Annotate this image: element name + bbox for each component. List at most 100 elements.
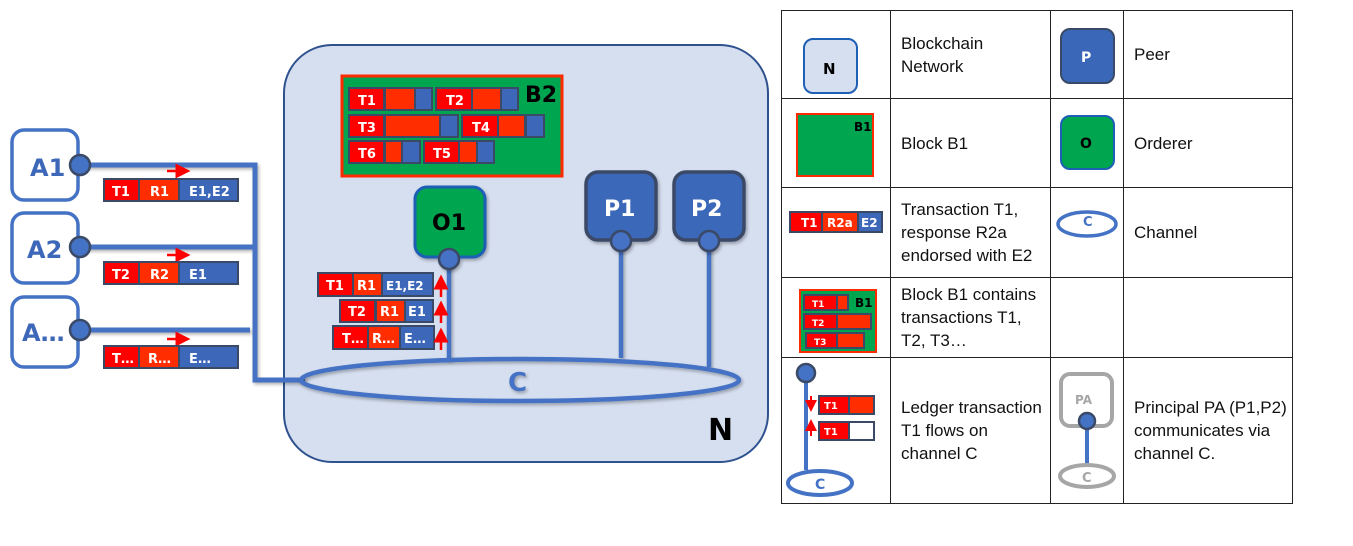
svg-text:T3: T3 [358, 121, 376, 136]
legend-icon-cell: O [1050, 98, 1124, 188]
svg-text:T1: T1 [112, 185, 130, 200]
orderer-label: O1 [432, 211, 466, 236]
svg-text:T1: T1 [824, 401, 838, 412]
app-transaction-1: T1 R1 E1,E2 [103, 163, 239, 202]
channel-label: C [508, 368, 527, 398]
svg-text:T1: T1 [326, 279, 344, 294]
orderer-queue-transaction-2: T2 R1 E1 [339, 299, 449, 323]
peer-p2[interactable]: P2 [672, 170, 746, 253]
orderer-queue-transaction-3: T… R… E… [332, 325, 449, 350]
legend-icon-cell: N [781, 10, 891, 99]
svg-text:T6: T6 [358, 147, 376, 162]
application-label: A2 [27, 236, 62, 264]
svg-text:B1: B1 [855, 296, 873, 310]
application-a1[interactable]: A1 [10, 128, 92, 202]
svg-text:E…: E… [189, 352, 211, 367]
legend-icon-cell: PA C [1050, 357, 1124, 504]
legend-text [1123, 277, 1293, 358]
svg-text:R1: R1 [380, 305, 399, 320]
legend-row: B1 Block B1 O Orderer [781, 98, 1293, 188]
network-label: N [708, 413, 733, 448]
channel-c[interactable]: C [298, 356, 742, 404]
app-transaction-3: T… R… E… [103, 331, 239, 369]
application-a2[interactable]: A2 [10, 211, 92, 285]
connection-node-icon [68, 318, 92, 342]
svg-text:R2a: R2a [827, 216, 853, 230]
svg-text:E1,E2: E1,E2 [386, 279, 424, 293]
application-label: A1 [30, 154, 65, 182]
ledger-flow-icon: C T1 T1 [786, 362, 875, 497]
connection-node-icon [609, 229, 633, 253]
application-links [80, 162, 305, 383]
block-icon: B1 [796, 113, 874, 177]
svg-text:T…: T… [112, 352, 134, 367]
block-label: B2 [525, 83, 557, 108]
network-diagram: N A1 A2 A… T1 R1 E1,E2 T2 R2 [10, 44, 769, 463]
connection-node-icon [697, 229, 721, 253]
svg-text:R2: R2 [150, 268, 169, 283]
svg-text:E2: E2 [861, 216, 878, 230]
channel-icon: C [1056, 210, 1118, 238]
svg-text:T1: T1 [812, 300, 824, 310]
legend-text: Block B1 contains transactions T1, T2, T… [890, 277, 1051, 358]
legend-row: N Blockchain Network P Peer [781, 10, 1293, 99]
svg-text:E1: E1 [189, 268, 207, 283]
svg-text:O: O [1080, 136, 1092, 152]
connection-node-icon [68, 235, 92, 259]
svg-text:T2: T2 [112, 268, 130, 283]
channel-links [446, 240, 712, 367]
svg-text:T2: T2 [812, 319, 824, 329]
connection-node-icon [68, 153, 92, 177]
svg-text:T4: T4 [472, 121, 490, 136]
block-transaction: T3 [348, 114, 459, 138]
svg-text:C: C [815, 477, 825, 493]
legend-icon-cell: C [1050, 187, 1124, 278]
orderer-queue-transaction-1: T1 R1 E1,E2 [317, 272, 449, 297]
principal-icon: PA C [1058, 372, 1116, 489]
svg-text:C: C [1082, 471, 1092, 486]
legend-text: Blockchain Network [890, 10, 1051, 99]
svg-text:B1: B1 [854, 120, 872, 134]
block-transaction: T2 [435, 87, 519, 111]
svg-text:E1,E2: E1,E2 [189, 185, 230, 200]
legend-row: C T1 T1 Ledger transaction T1 flows on c… [781, 357, 1293, 504]
legend-table: N Blockchain Network P Peer B1 B [781, 10, 1293, 504]
legend-text: Principal PA (P1,P2) communicates via ch… [1123, 357, 1293, 504]
block-with-transactions-icon: B1 T1 T2 T3 [799, 289, 877, 353]
application-label: A… [22, 319, 65, 347]
app-transaction-2: T2 R2 E1 [103, 247, 239, 285]
network-icon: N [803, 38, 858, 94]
legend-icon-cell: T1 R2a E2 [781, 187, 891, 278]
svg-text:T5: T5 [433, 147, 451, 162]
svg-text:P: P [1081, 50, 1091, 66]
legend-icon-cell: B1 T1 T2 T3 [781, 277, 891, 358]
legend-icon-cell [1050, 277, 1124, 358]
transaction-icon: T1 R2a E2 [789, 211, 883, 233]
orderer-o1[interactable]: O1 [413, 185, 487, 271]
svg-text:E1: E1 [408, 305, 426, 320]
legend-icon-cell: B1 [781, 98, 891, 188]
svg-text:T1: T1 [824, 427, 838, 438]
svg-text:T…: T… [342, 332, 364, 347]
legend-row: B1 T1 T2 T3 Block B1 contains transactio… [781, 277, 1293, 358]
orderer-icon: O [1060, 115, 1115, 170]
svg-text:T2: T2 [446, 94, 464, 109]
svg-text:E…: E… [404, 332, 426, 347]
svg-text:T1: T1 [801, 216, 818, 230]
svg-text:C: C [1083, 215, 1093, 230]
svg-text:R…: R… [148, 352, 171, 367]
svg-text:R1: R1 [150, 185, 169, 200]
svg-text:R…: R… [372, 332, 395, 347]
svg-text:T3: T3 [814, 338, 826, 348]
svg-text:N: N [823, 60, 836, 78]
peer-icon: P [1060, 28, 1115, 84]
legend-text: Channel [1123, 187, 1293, 278]
peer-label: P1 [604, 197, 635, 222]
legend-row: T1 R2a E2 Transaction T1, response R2a e… [781, 187, 1293, 278]
block-transaction: T6 [348, 140, 421, 164]
connection-node-icon [437, 247, 461, 271]
svg-text:T2: T2 [348, 305, 366, 320]
peer-p1[interactable]: P1 [584, 170, 658, 253]
block-b2[interactable]: B2 T1 T2 T3 T4 [340, 74, 564, 178]
application-a-more[interactable]: A… [10, 295, 92, 369]
